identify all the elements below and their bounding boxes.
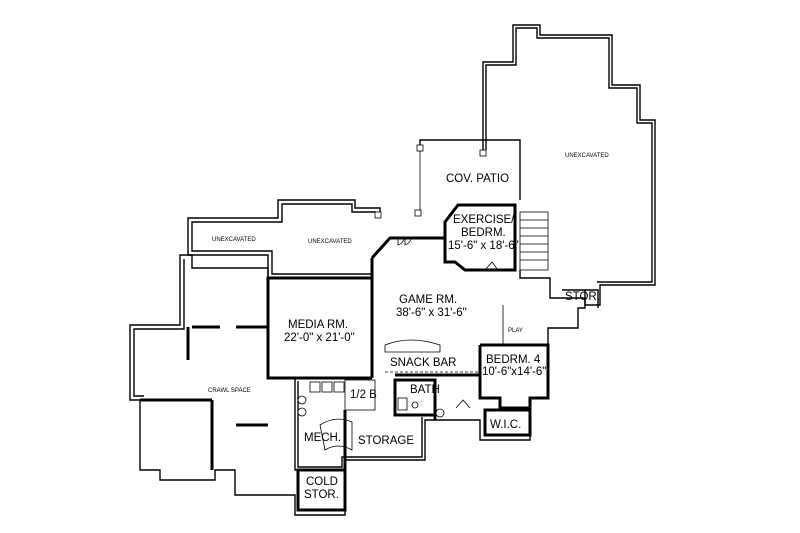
- storage-stair: [319, 418, 353, 451]
- play-label: PLAY: [508, 328, 523, 334]
- snack-bar-label: SNACK BAR: [390, 357, 456, 369]
- patio-posts: [374, 144, 487, 219]
- exercise-label-2: BEDRM.: [461, 227, 506, 239]
- bath-label: BATH: [410, 384, 440, 396]
- bath-fixtures: [397, 397, 445, 418]
- crawl-space-label: CRAWL SPACE: [208, 388, 251, 394]
- mech-label: MECH.: [304, 432, 341, 444]
- unexcavated-right-outline: [482, 24, 656, 306]
- game-room-right-wall: [519, 270, 586, 345]
- unexcavated-right-label: UNEXCAVATED: [565, 153, 609, 159]
- crawl-space-outline-inner: [133, 259, 185, 397]
- cold-storage-box: [296, 468, 347, 512]
- bedroom4-label: BEDRM. 4: [486, 354, 541, 366]
- stor-label: STOR.: [565, 291, 600, 303]
- stor-closet: [562, 289, 599, 308]
- unexcavated-left-label-a: UNEXCAVATED: [212, 237, 256, 243]
- unexcavated-left-outline: [187, 199, 381, 279]
- game-room-dim: 38'-6" x 31'-6": [396, 307, 467, 319]
- unexcavated-right-outline-inner: [485, 27, 653, 283]
- crawl-space-outline: [129, 254, 346, 516]
- snack-bar-counter: [384, 339, 441, 353]
- storage-label: STORAGE: [358, 435, 414, 447]
- wic-label: W.I.C.: [490, 419, 521, 431]
- cold-stor-label-1: COLD: [306, 476, 338, 488]
- patio-outline: [419, 139, 521, 200]
- bedroom4-dim: 10'-6"x14'-6": [482, 366, 546, 378]
- stair-treads: [520, 219, 548, 261]
- media-room-walls: [266, 276, 372, 380]
- media-room-label: MEDIA RM.: [288, 319, 348, 331]
- exercise-room-walls: [443, 203, 517, 272]
- unexcavated-left-label-b: UNEXCAVATED: [308, 239, 352, 245]
- exercise-dim: 15'-6" x 18'-6": [448, 240, 519, 252]
- lower-block-inner: [297, 381, 423, 468]
- stair-right: [519, 211, 549, 271]
- unexcavated-left-outline-inner: [191, 203, 376, 275]
- mech-appliances: [297, 381, 345, 417]
- door-arcs: [397, 237, 499, 409]
- media-room-dim: 22'-0" x 21'-0": [284, 332, 355, 344]
- cold-stor-label-2: STOR.: [304, 489, 339, 501]
- exercise-label-1: EXERCISE/: [453, 214, 515, 226]
- game-room-label: GAME RM.: [399, 294, 457, 306]
- cov-patio-label: COV. PATIO: [446, 173, 509, 185]
- half-bath-label: 1/2 B: [350, 389, 377, 401]
- game-room-top-wall: [370, 236, 445, 260]
- half-bath-box: [344, 379, 376, 411]
